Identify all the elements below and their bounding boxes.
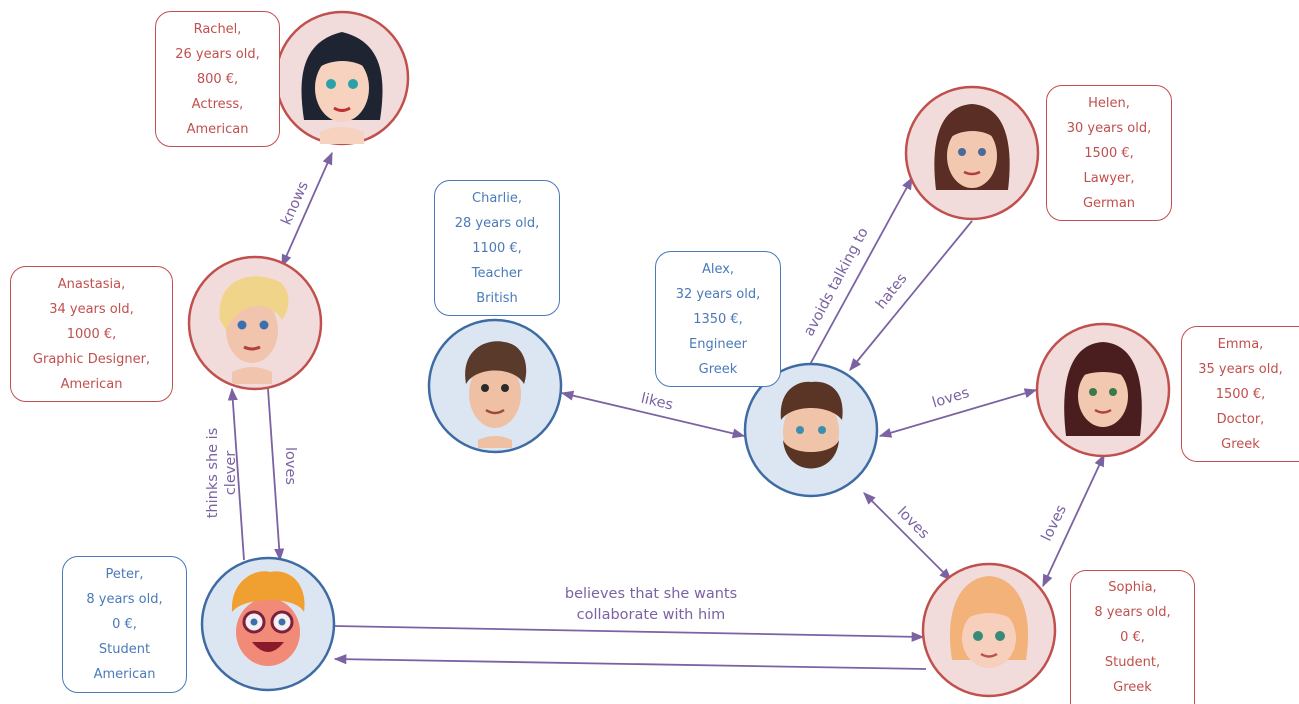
peter-income: 0 €, xyxy=(112,617,137,632)
edge-peter-to-sophia xyxy=(333,625,925,642)
edge-anastasia-loves-peter xyxy=(267,388,285,562)
infobox-peter: Peter, 8 years old, 0 €, Student America… xyxy=(62,556,187,693)
sophia-job: Student, xyxy=(1104,655,1161,670)
label-peter-to-sophia-2: collaborate with him xyxy=(577,607,726,623)
infobox-alex: Alex, 32 years old, 1350 €, Engineer Gre… xyxy=(655,251,781,387)
label-anastasia-loves-peter: loves xyxy=(282,447,298,485)
node-sophia xyxy=(921,562,1057,698)
woman-bangs-avatar-icon xyxy=(1064,342,1142,436)
infobox-sophia: Sophia, 8 years old, 0 €, Student, Greek xyxy=(1070,570,1195,704)
emma-name: Emma, xyxy=(1217,336,1264,352)
rachel-age: 26 years old, xyxy=(175,46,260,62)
label-knows: knows xyxy=(279,179,312,227)
edge-alex-loves-sophia xyxy=(863,492,952,581)
infobox-emma: Emma, 35 years old, 1500 €, Doctor, Gree… xyxy=(1181,326,1299,462)
man-brown-hair-avatar-icon xyxy=(465,341,527,448)
edge-thinks-clever xyxy=(227,387,245,561)
rachel-nationality: American xyxy=(186,121,249,137)
rachel-income: 800 €, xyxy=(196,71,239,87)
emma-nationality: Greek xyxy=(1221,436,1260,452)
alex-name: Alex, xyxy=(701,261,735,277)
infobox-anastasia: Anastasia, 34 years old, 1000 €, Graphic… xyxy=(10,266,173,402)
label-avoids: avoids talking to xyxy=(801,225,872,339)
node-peter xyxy=(200,556,336,692)
peter-name: Peter, xyxy=(105,567,144,582)
label-hates: hates xyxy=(873,271,910,313)
peter-job: Student xyxy=(98,642,151,657)
charlie-job: Teacher xyxy=(471,265,523,281)
label-thinks-clever-2: clever xyxy=(223,451,239,495)
sophia-nationality: Greek xyxy=(1113,680,1152,695)
boy-red-hair-glasses-avatar-icon xyxy=(231,571,305,666)
node-helen xyxy=(904,85,1040,221)
charlie-age: 28 years old, xyxy=(454,215,540,231)
girl-blonde-avatar-icon xyxy=(949,576,1029,668)
emma-job: Doctor, xyxy=(1216,411,1265,427)
label-alex-loves-sophia: loves xyxy=(894,504,932,542)
node-emma xyxy=(1035,322,1171,458)
node-alex xyxy=(743,362,879,498)
edge-hates xyxy=(849,220,973,371)
woman-blonde-short-hair-avatar-icon xyxy=(219,276,289,384)
node-charlie xyxy=(427,318,563,454)
alex-nationality: Greek xyxy=(698,361,738,377)
label-thinks-clever-1: thinks she is xyxy=(205,428,221,519)
label-likes: likes xyxy=(639,391,674,414)
woman-black-hair-avatar-icon xyxy=(301,32,383,144)
edge-sophia-loves-emma xyxy=(1042,453,1105,588)
man-beard-avatar-icon xyxy=(780,381,843,469)
peter-nationality: American xyxy=(93,667,156,682)
edge-avoids xyxy=(806,176,913,371)
edge-sophia-to-peter xyxy=(333,654,927,670)
helen-age: 30 years old, xyxy=(1066,120,1152,136)
emma-income: 1500 €, xyxy=(1215,386,1266,402)
helen-nationality: German xyxy=(1082,195,1136,211)
alex-age: 32 years old, xyxy=(675,286,761,302)
anastasia-name: Anastasia, xyxy=(57,276,126,292)
infobox-helen: Helen, 30 years old, 1500 €, Lawyer, Ger… xyxy=(1046,85,1172,221)
helen-income: 1500 €, xyxy=(1084,145,1134,161)
helen-name: Helen, xyxy=(1088,95,1130,111)
charlie-nationality: British xyxy=(476,290,518,306)
rachel-name: Rachel, xyxy=(193,21,242,37)
node-anastasia xyxy=(187,255,323,391)
sophia-name: Sophia, xyxy=(1108,580,1157,595)
sophia-age: 8 years old, xyxy=(1094,605,1171,620)
edge-likes xyxy=(560,390,746,439)
edge-alex-loves-emma xyxy=(878,388,1038,438)
label-peter-to-sophia-1: believes that she wants xyxy=(565,586,737,602)
anastasia-income: 1000 €, xyxy=(66,326,117,342)
helen-job: Lawyer, xyxy=(1083,170,1135,186)
alex-job: Engineer xyxy=(689,336,747,352)
anastasia-nationality: American xyxy=(60,376,123,392)
emma-age: 35 years old, xyxy=(1198,361,1283,377)
label-alex-loves-emma: loves xyxy=(930,385,971,411)
anastasia-job: Graphic Designer, xyxy=(32,351,151,367)
edge-knows xyxy=(281,151,333,268)
anastasia-age: 34 years old, xyxy=(49,301,134,317)
infobox-rachel: Rachel, 26 years old, 800 €, Actress, Am… xyxy=(155,11,280,147)
sophia-income: 0 €, xyxy=(1120,630,1145,645)
peter-age: 8 years old, xyxy=(86,592,163,607)
alex-income: 1350 €, xyxy=(693,311,743,327)
charlie-income: 1100 €, xyxy=(472,240,522,256)
rachel-job: Actress, xyxy=(191,96,244,112)
charlie-name: Charlie, xyxy=(472,190,522,206)
infobox-charlie: Charlie, 28 years old, 1100 €, Teacher B… xyxy=(434,180,560,316)
node-rachel xyxy=(274,10,410,146)
woman-brown-hair-avatar-icon xyxy=(934,104,1010,190)
